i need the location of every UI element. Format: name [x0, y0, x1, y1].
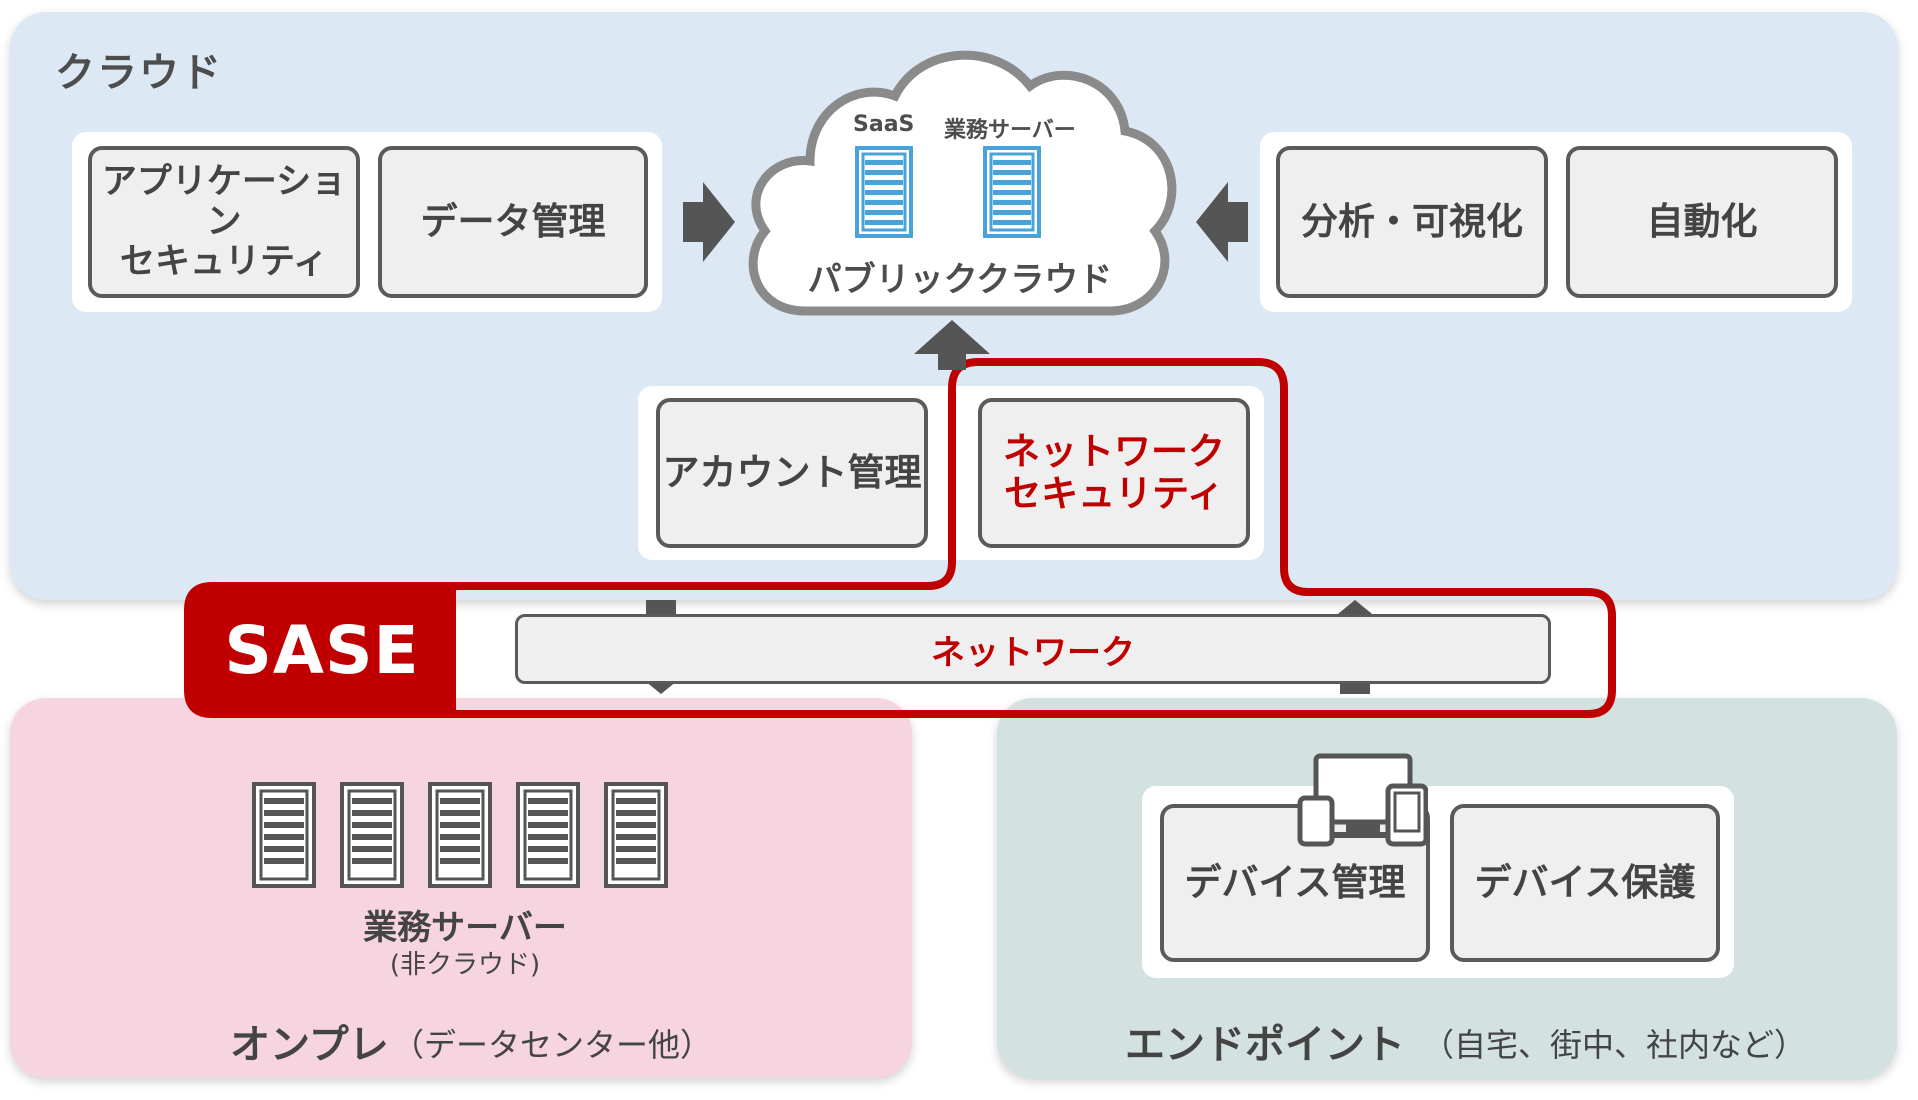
- account-management-box: アカウント管理: [656, 398, 928, 548]
- endpoint-subtitle: （自宅、街中、社内など）: [1422, 1026, 1807, 1064]
- server-icon: [855, 146, 913, 238]
- server-icon: [983, 146, 1041, 238]
- endpoint-title: エンドポイント: [1125, 1022, 1405, 1068]
- saas-label: SaaS: [853, 112, 915, 137]
- analytics-visualization-box: 分析・可視化: [1276, 146, 1548, 298]
- public-cloud-label: パブリッククラウド: [807, 260, 1113, 300]
- onprem-title: オンプレ: [230, 1022, 389, 1068]
- arrow-icon: [914, 320, 990, 370]
- data-management-box: データ管理: [378, 146, 648, 298]
- onprem-servers: [252, 782, 668, 888]
- sase-label: SASE: [224, 612, 420, 689]
- automation-box: 自動化: [1566, 146, 1838, 298]
- network-bar: ネットワーク: [515, 614, 1551, 684]
- application-security-box: アプリケーション セキュリティ: [88, 146, 360, 298]
- arrow-icon: [1196, 182, 1248, 262]
- cloud-icon: [748, 50, 1177, 316]
- cloud-region-label: クラウド: [55, 50, 223, 96]
- onprem-subtitle: （データセンター他）: [392, 1026, 713, 1064]
- device-protection-box: デバイス保護: [1450, 804, 1720, 962]
- onprem-server-sublabel: (非クラウド): [389, 950, 541, 980]
- cloud-business-server-label: 業務サーバー: [944, 118, 1076, 143]
- arrow-icon: [683, 182, 735, 262]
- server-icon: [252, 782, 668, 888]
- sase-badge: [188, 586, 456, 714]
- device-icon: [1297, 753, 1428, 847]
- network-security-box: ネットワーク セキュリティ: [978, 398, 1250, 548]
- device-management-box: デバイス管理: [1160, 804, 1430, 962]
- onprem-server-label: 業務サーバー: [363, 908, 567, 948]
